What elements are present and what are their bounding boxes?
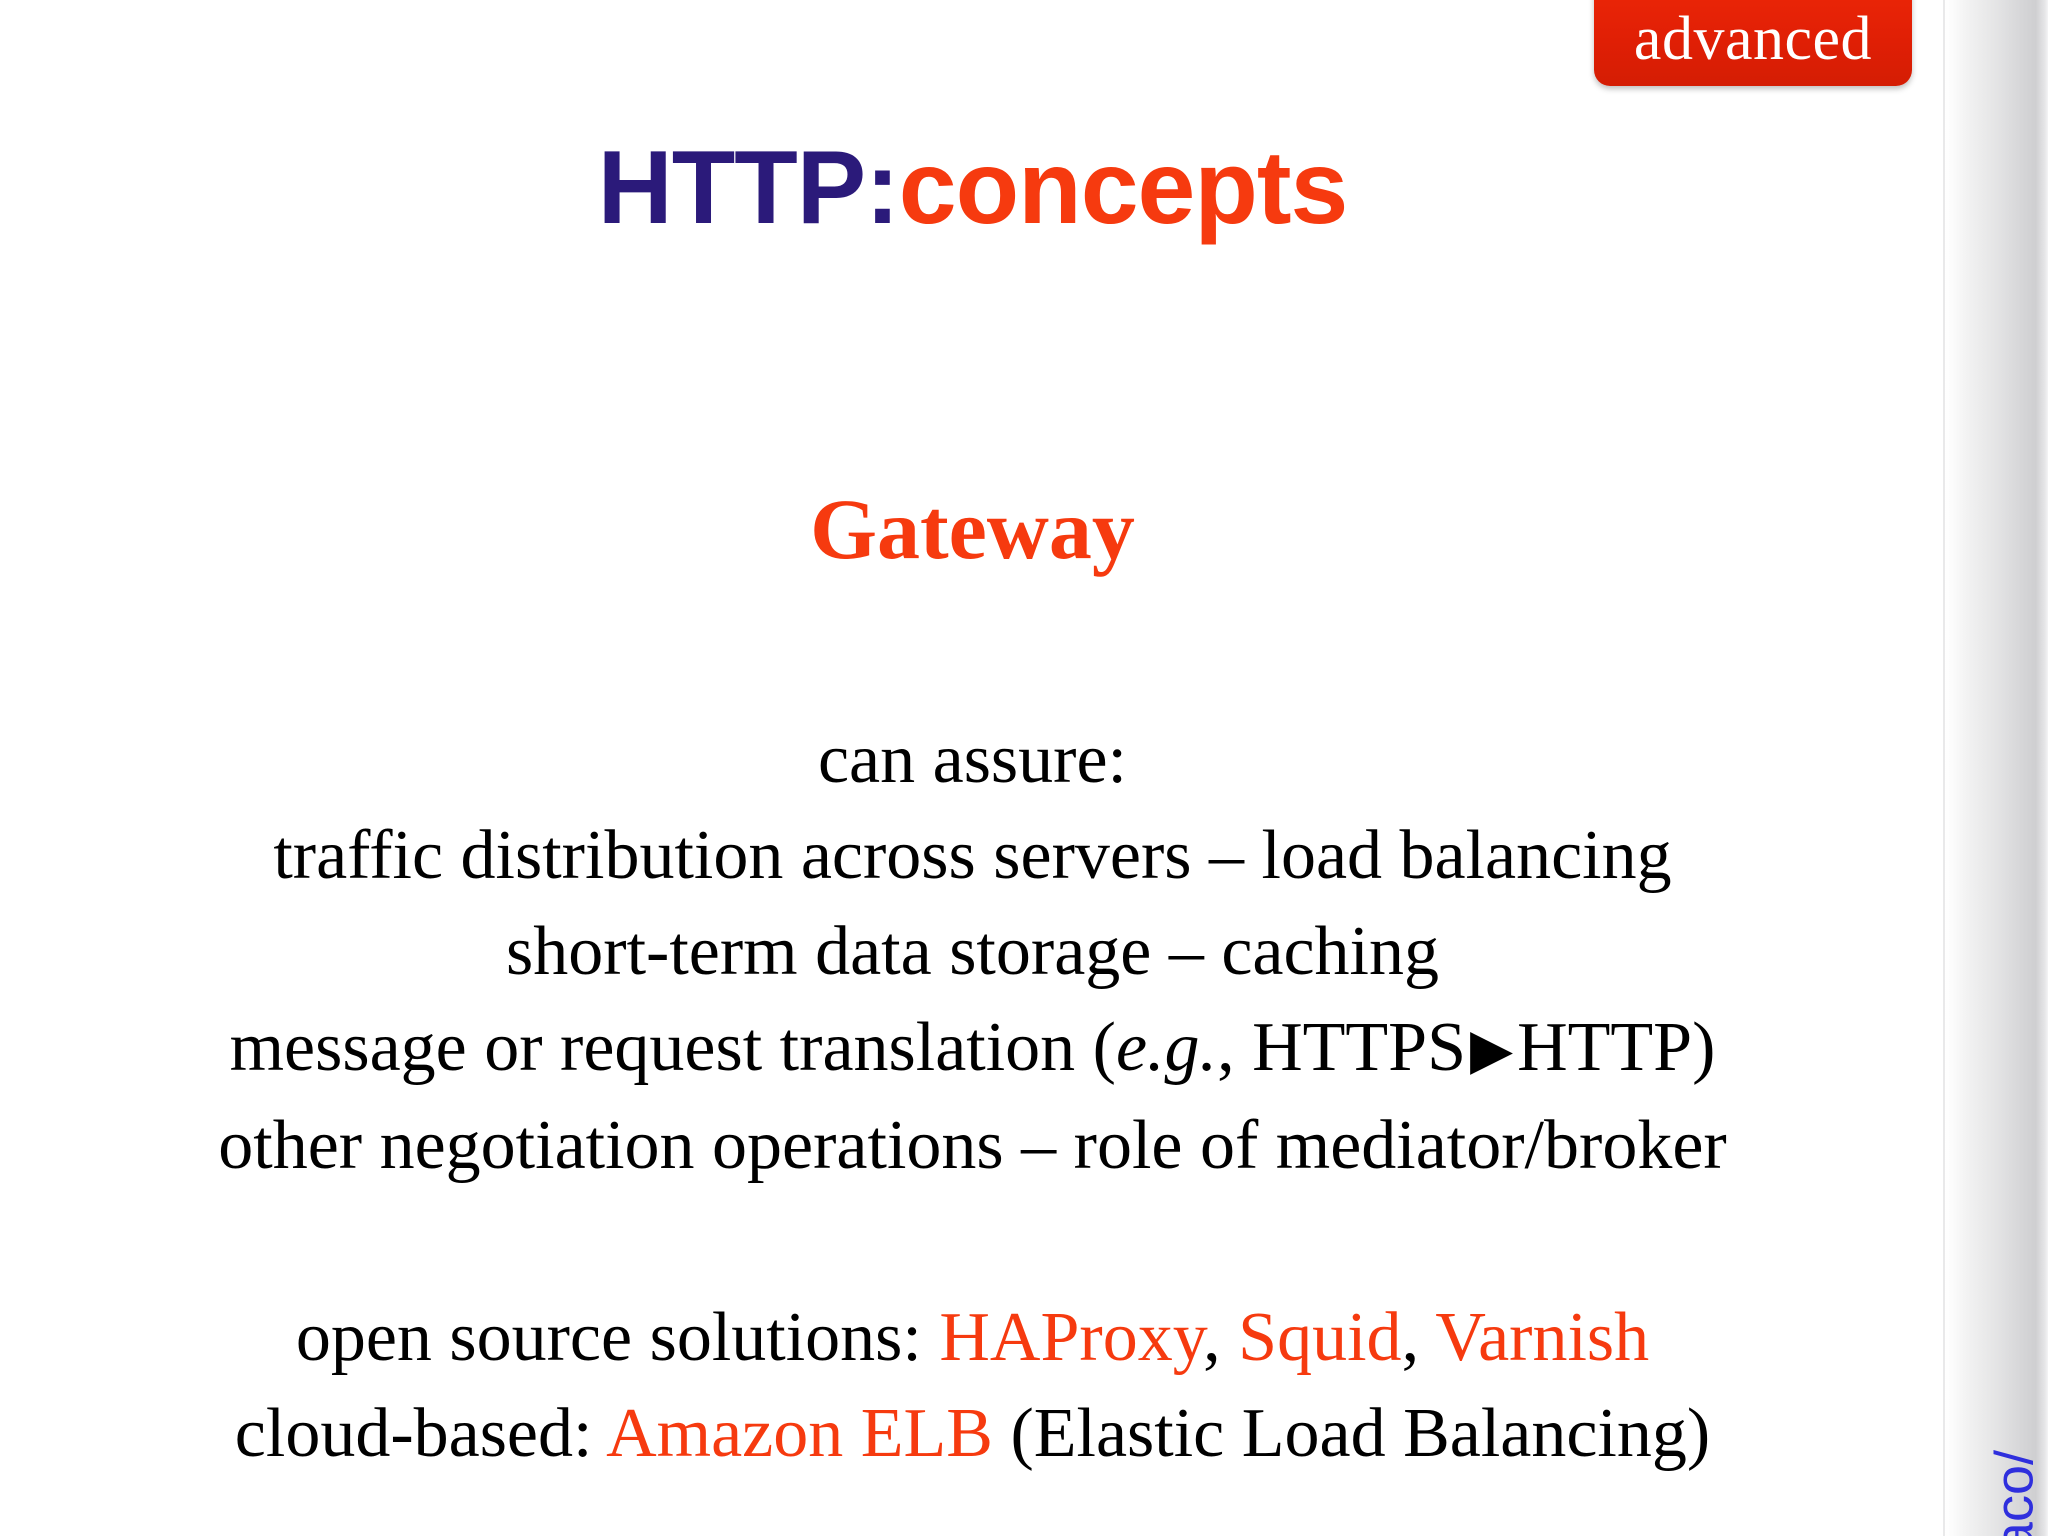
body-line-caching: short-term data storage – caching — [506, 913, 1439, 990]
body-line-negotiation: other negotiation operations – role of m… — [218, 1107, 1727, 1184]
body-line-open-source: open source solutions: HAProxy, Squid, V… — [0, 1290, 1945, 1386]
translation-tail: HTTP) — [1517, 1009, 1716, 1086]
sidebar-url[interactable]: profs.info.uaic.ro/~busaco/ — [1985, 1450, 2045, 1536]
body-line-intro: can assure: — [817, 721, 1128, 798]
page-title: HTTP:concepts — [0, 136, 1945, 240]
body-line-cloud-based: cloud-based: Amazon ELB (Elastic Load Ba… — [0, 1386, 1945, 1482]
open-source-sep-1: , — [1203, 1299, 1239, 1376]
section-heading: Gateway — [810, 481, 1135, 577]
translation-before: message or request translation ( — [229, 1009, 1116, 1086]
body-line-translation: message or request translation (e.g., HT… — [0, 1000, 1945, 1098]
cloud-label: cloud-based: — [234, 1395, 607, 1472]
sidebar-strip: Dr. Sabin Buraga▲profs.info.uaic.ro/~bus… — [1943, 0, 2048, 1536]
body-spacer — [0, 1194, 1945, 1290]
cloud-product: Amazon ELB — [606, 1395, 993, 1472]
sidebar-credit: Dr. Sabin Buraga▲profs.info.uaic.ro/~bus… — [1985, 1450, 2045, 1536]
open-source-sep-2: , — [1401, 1299, 1436, 1376]
right-triangle-icon: ▶ — [1470, 1019, 1514, 1081]
translation-eg: e.g. — [1115, 1009, 1218, 1086]
body-line-load-balancing: traffic distribution across servers – lo… — [273, 817, 1672, 894]
open-source-item-varnish: Varnish — [1435, 1299, 1650, 1376]
page-title-primary: HTTP: — [597, 130, 900, 246]
open-source-item-squid: Squid — [1238, 1299, 1402, 1376]
translation-after-eg: , HTTPS — [1217, 1009, 1466, 1086]
advanced-badge: advanced — [1593, 0, 1912, 86]
cloud-expansion: (Elastic Load Balancing) — [992, 1395, 1711, 1472]
body-content: can assure: traffic distribution across … — [0, 712, 1945, 1482]
page-title-secondary: concepts — [898, 130, 1349, 246]
open-source-item-haproxy: HAProxy — [939, 1299, 1204, 1376]
open-source-label: open source solutions: — [295, 1299, 940, 1376]
